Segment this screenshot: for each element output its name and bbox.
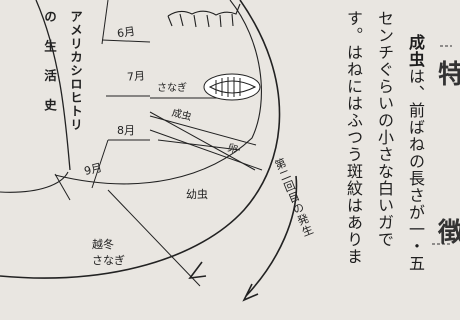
second-gen-arrow [245,175,298,297]
larva-label: 幼虫 [186,188,208,201]
heading-fragment-2: 徴 [438,218,460,248]
text-column-3: す。はねにはふつう斑紋はありま [344,10,363,265]
overwinter-line1: 越冬 [92,238,114,251]
pupa-icon [203,73,261,101]
month-7-label: 7月 [126,69,146,84]
inner-ring [0,171,69,193]
side-title-line1: アメリカシロヒトリ [68,10,83,132]
month-6-label: 6月 [116,24,136,41]
heading-dash-box [432,45,452,245]
middle-ring [54,0,262,185]
month-8-label: 8月 [117,124,135,137]
pupa-label: さなぎ [157,83,187,94]
side-title-line2: の 生 活 史 [42,10,57,112]
outer-ring [0,0,281,279]
ring-arrowhead [188,261,207,280]
overwinter-line2: さなぎ [92,254,125,267]
caterpillar-icon [167,3,241,28]
inner-circle [35,0,71,171]
second-gen-arrowhead [242,283,259,302]
text-column-1-rest: は、前ばねの長さが一・五 [406,68,425,272]
text-column-2: センチぐらいの小さな白いガで [375,10,394,248]
heading-fragment-1: 特 [438,60,460,90]
text-column-1: 成虫は、前ばねの長さが一・五 [403,34,427,272]
lead-word: 成虫 [406,34,425,68]
